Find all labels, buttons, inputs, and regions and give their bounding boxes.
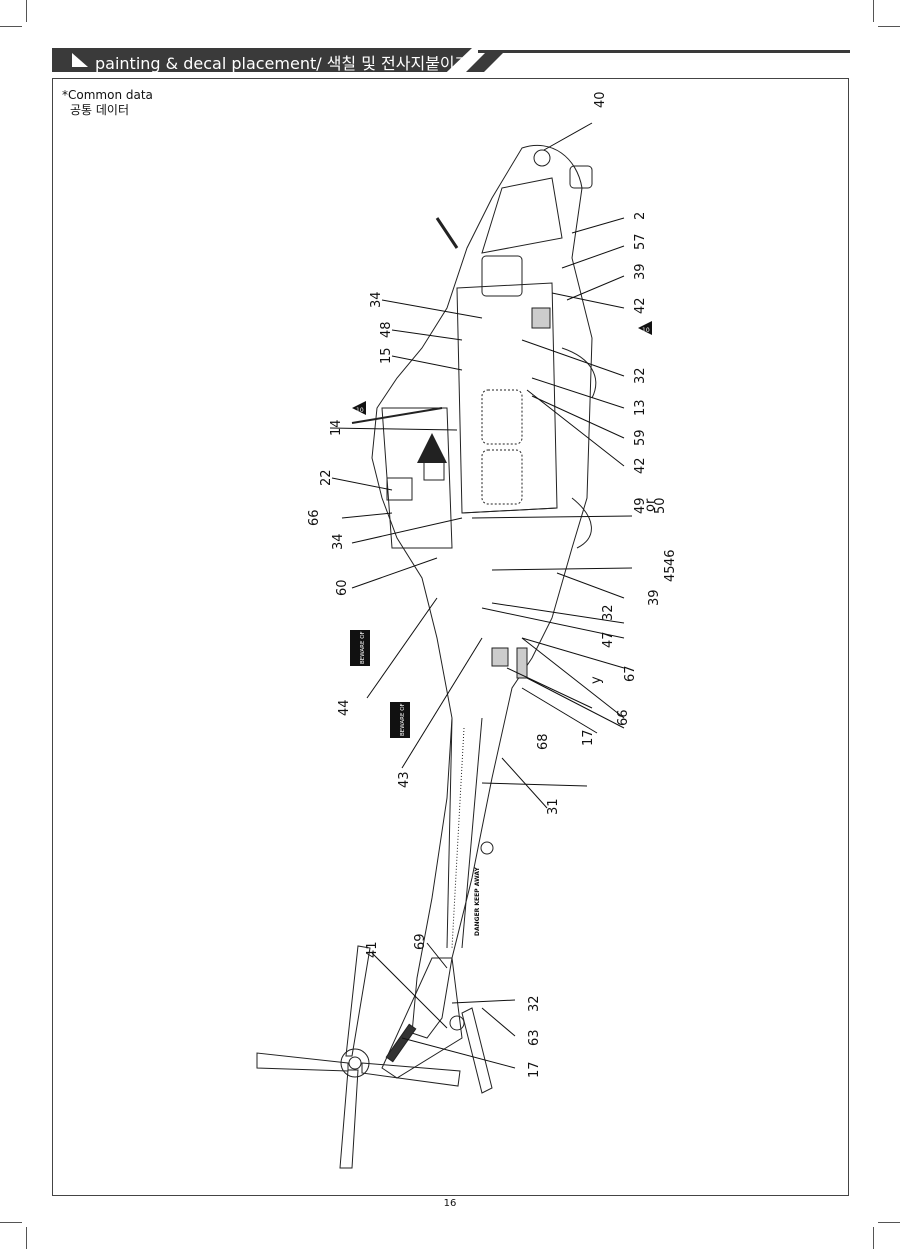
crop-mark [0,26,22,27]
exhaust-panel [386,477,413,501]
arrow-decal [417,433,447,463]
callout-39: 39 [633,263,648,280]
callout-40: 40 [593,91,608,108]
callout-66: 66 [307,509,322,526]
tail-rotor-blade [361,1062,461,1087]
cabin-window [481,389,523,445]
crop-mark [878,1222,900,1223]
callout-48: 48 [379,321,394,338]
content-frame [52,78,849,1196]
tail-rotor-blade [345,945,371,1057]
callout-66: 66 [616,709,631,726]
svg-text:BEWARE OF BLAST: BEWARE OF BLAST [360,611,366,664]
crop-mark [873,1227,874,1249]
note-korean: 공통 데이터 [70,103,130,117]
callout-or: or [643,498,658,512]
callout-22: 22 [319,469,334,486]
callout-32: 32 [601,604,616,621]
callout-47: 47 [601,631,616,648]
crop-mark [873,0,874,22]
access-hatch [449,1015,465,1031]
engine-cowling [381,407,453,549]
leader-lines [329,122,633,1069]
section-header-bar [52,48,472,72]
callout-42: 42 [633,297,648,314]
stabilizer [461,1007,493,1094]
callout-14: 14 [329,419,344,436]
rotor-blade-stub [351,407,443,424]
callout-63: 63 [527,1029,542,1046]
callout-y: y [589,676,604,684]
common-data-note: *Common data 공통 데이터 [62,88,153,118]
callout-44: 44 [337,699,352,716]
cockpit-window [481,255,523,297]
callout-43: 43 [397,771,412,788]
cabin-window [481,449,523,505]
nose-sensor [533,149,551,167]
callout-67: 67 [623,665,638,682]
header-arrow-icon [72,53,88,67]
page-number: 16 [443,1198,457,1209]
helicopter-diagram: 40 2 57 39 42 32 13 59 42 49 or 50 46 45… [256,91,678,1169]
crop-mark [26,0,27,22]
header-slash-decoration [466,50,506,72]
callout-45: 45 [663,565,678,582]
callout-34: 34 [369,291,384,308]
tail-rotor-blade [339,1069,359,1169]
callout-68: 68 [536,733,551,750]
svg-text:BEWARE OF BLAST: BEWARE OF BLAST [400,683,406,736]
tail-boom-line [451,727,465,949]
tail-rotor-hub [340,1048,370,1078]
callout-15: 15 [379,347,394,364]
callout-34: 34 [331,533,346,550]
callout-39: 39 [647,589,662,606]
callout-69: 69 [413,933,428,950]
callout-59: 59 [633,429,648,446]
callout-13: 13 [633,399,648,416]
callout-50: 50 [653,497,668,514]
rotor-blade-stub [435,217,459,249]
grille-panel [516,647,528,679]
access-hatch [480,841,494,855]
note-english: *Common data [62,88,153,102]
callout-46: 46 [663,549,678,566]
sponson [561,347,597,399]
tail-boom-top [446,717,453,949]
fuselage-outline [371,144,593,1039]
marker-10-triangle: 10 [352,401,366,415]
callout-17: 17 [527,1061,542,1078]
cockpit-canopy [481,177,563,254]
callout-41: 41 [365,941,380,958]
nose-turret [569,165,593,189]
beware-of-blast-placard: BEWARE OF BLAST [350,611,370,666]
callout-57: 57 [633,233,648,250]
beware-of-blast-placard: BEWARE OF BLAST [390,683,410,738]
callout-32: 32 [527,995,542,1012]
cabin-floor-line [461,507,558,514]
callout-2: 2 [633,212,648,220]
grille-panel [491,647,509,667]
callout-32: 32 [633,367,648,384]
callout-60: 60 [335,579,350,596]
svg-text:10: 10 [356,407,364,414]
danger-keep-away-marking: DANGER KEEP AWAY [474,866,481,936]
section-title: painting & decal placement/ 색칠 및 전사지붙이기 [95,54,470,73]
tail-boom-bottom [461,717,483,949]
crop-mark [26,1227,27,1249]
callout-31: 31 [546,798,561,815]
callout-17: 17 [581,729,596,746]
tail-fin [381,957,463,1079]
tail-rotor-blade [256,1052,349,1072]
landing-gear [571,497,592,549]
svg-text:10: 10 [642,327,650,334]
grille-panel [531,307,551,329]
crop-mark [0,1222,22,1223]
tail-stripe-decal [385,1023,417,1063]
callout-42: 42 [633,457,648,474]
marker-10-triangle: 10 [638,321,652,335]
callout-49: 49 [633,497,648,514]
header-rule [478,50,850,53]
crop-mark [878,26,900,27]
